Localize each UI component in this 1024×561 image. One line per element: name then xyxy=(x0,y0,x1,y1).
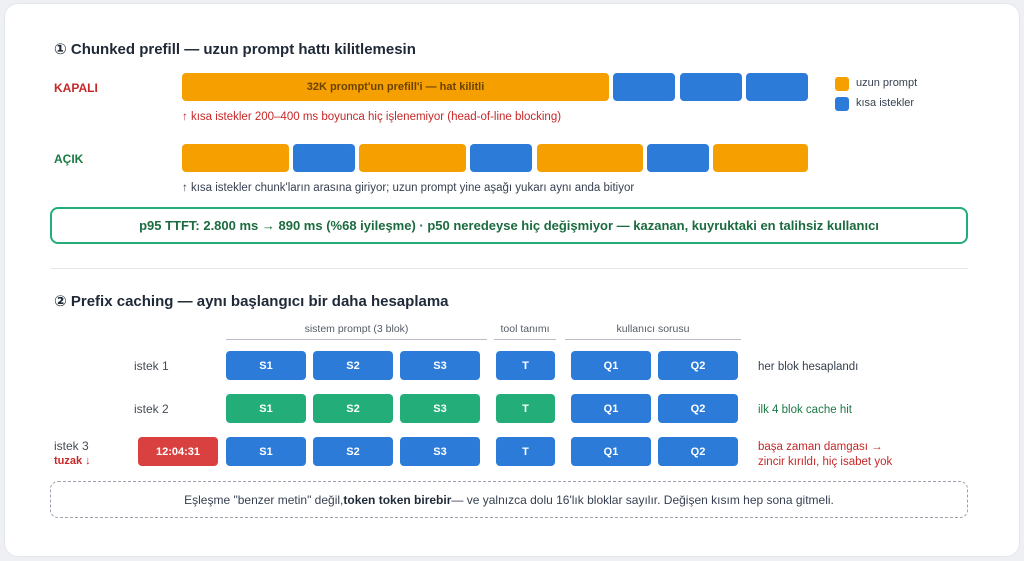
group-line-tool xyxy=(494,339,556,340)
off-note: ↑ kısa istekler 200–400 ms boyunca hiç i… xyxy=(182,111,562,123)
footer-bold: token token birebir xyxy=(343,492,452,507)
short-request-bar xyxy=(647,144,709,172)
block-t-cached: T xyxy=(496,394,555,423)
result-box: p95 TTFT: 2.800 ms → 890 ms (%68 iyileşm… xyxy=(50,207,968,244)
footer-note: Eşleşme "benzer metin" değil, token toke… xyxy=(50,481,968,518)
request1-label: istek 1 xyxy=(134,359,169,373)
block-s3-cached: S3 xyxy=(400,394,480,423)
legend-swatch-long xyxy=(835,77,849,91)
short-request-bar xyxy=(746,73,808,101)
on-note: ↑ kısa istekler chunk'ların arasına giri… xyxy=(182,182,635,194)
group-label-system: sistem prompt (3 blok) xyxy=(304,323,409,335)
section2-title: ② Prefix caching — aynı başlangıcı bir d… xyxy=(54,293,449,310)
block-q1: Q1 xyxy=(571,437,651,466)
request3-note-line1: başa zaman damgası → xyxy=(758,441,883,453)
group-label-tool: tool tanımı xyxy=(500,323,550,335)
request1-note: her blok hesaplandı xyxy=(758,361,859,373)
block-t: T xyxy=(496,351,555,380)
block-q2: Q2 xyxy=(658,394,738,423)
footer-part1: Eşleşme "benzer metin" değil, xyxy=(184,492,344,507)
footer-part2: — ve yalnızca dolu 16'lık bloklar sayılı… xyxy=(451,492,834,507)
request3-note-line2: zincir kırıldı, hiç isabet yok xyxy=(758,456,893,468)
request2-label: istek 2 xyxy=(134,402,169,416)
block-q2: Q2 xyxy=(658,351,738,380)
block-s3: S3 xyxy=(400,437,480,466)
long-prompt-bar-locked: 32K prompt'un prefill'i — hat kilitli xyxy=(182,73,609,101)
section1-title: ① Chunked prefill — uzun prompt hattı ki… xyxy=(54,41,416,58)
group-label-user: kullanıcı sorusu xyxy=(616,323,690,335)
off-label: KAPALI xyxy=(54,81,98,95)
long-prompt-chunk xyxy=(713,144,808,172)
block-s2: S2 xyxy=(313,437,393,466)
legend-label-long: uzun prompt xyxy=(856,77,918,89)
request2-note: ilk 4 blok cache hit xyxy=(758,404,852,416)
request3-label: istek 3 xyxy=(54,439,89,453)
section-divider xyxy=(50,268,968,269)
block-q2: Q2 xyxy=(658,437,738,466)
block-s1-cached: S1 xyxy=(226,394,306,423)
block-s3: S3 xyxy=(400,351,480,380)
short-request-bar xyxy=(470,144,532,172)
block-s2-cached: S2 xyxy=(313,394,393,423)
long-prompt-chunk xyxy=(359,144,466,172)
legend-label-short: kısa istekler xyxy=(856,97,915,109)
short-request-bar xyxy=(680,73,742,101)
group-line-user xyxy=(565,339,741,340)
legend-swatch-short xyxy=(835,97,849,111)
group-line-system xyxy=(226,339,487,340)
request3-trap-label: tuzak ↓ xyxy=(54,455,91,467)
long-prompt-chunk xyxy=(537,144,643,172)
block-q1: Q1 xyxy=(571,394,651,423)
block-t: T xyxy=(496,437,555,466)
timestamp-block: 12:04:31 xyxy=(138,437,218,466)
block-q1: Q1 xyxy=(571,351,651,380)
block-s1: S1 xyxy=(226,437,306,466)
on-label: AÇIK xyxy=(54,152,84,166)
short-request-bar xyxy=(293,144,355,172)
block-s1: S1 xyxy=(226,351,306,380)
long-prompt-chunk xyxy=(182,144,289,172)
short-request-bar xyxy=(613,73,675,101)
block-s2: S2 xyxy=(313,351,393,380)
